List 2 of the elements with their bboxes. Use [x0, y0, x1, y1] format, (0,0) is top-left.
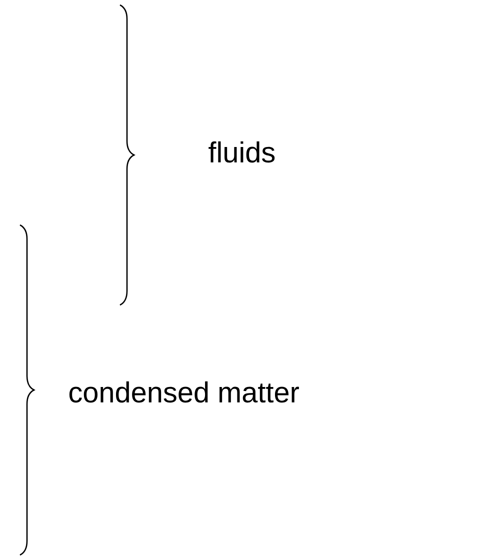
label: condensed matter: [69, 381, 299, 403]
label: fluids: [208, 141, 275, 163]
